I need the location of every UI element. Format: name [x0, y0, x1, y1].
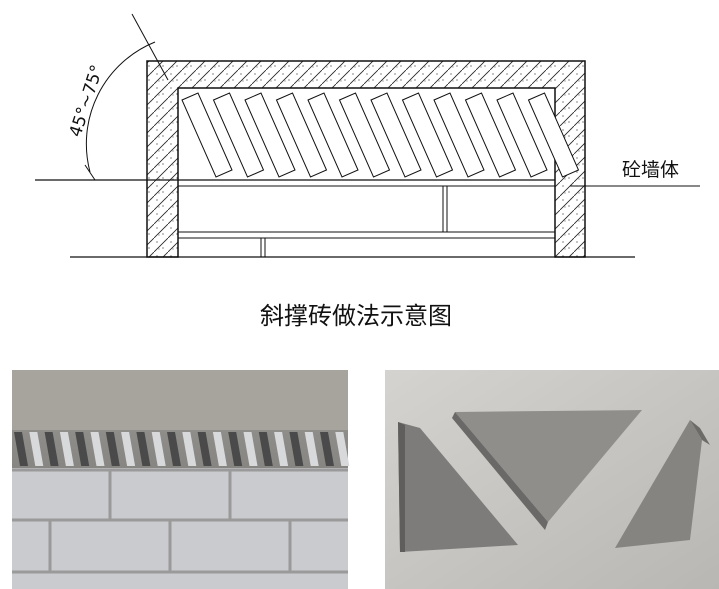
diagonal-brick — [244, 92, 296, 178]
diagonal-brick — [401, 92, 454, 178]
angle-arc — [85, 41, 156, 173]
photo-diagonal-brick — [274, 432, 289, 466]
diagonal-brick — [338, 92, 391, 178]
wall-label: 砼墙体 — [622, 159, 679, 181]
triangle-block-middle — [455, 410, 642, 522]
photo-diagonal-brick — [258, 432, 273, 466]
diagram-title: 斜撑砖做法示意图 — [260, 302, 452, 330]
photo-diagonal-brick — [14, 432, 28, 466]
photo-diagonal-brick — [212, 432, 227, 466]
diagonal-brick — [433, 92, 485, 178]
photo-diagonal-brick — [182, 432, 197, 466]
photo-diagonal-brick — [289, 432, 304, 466]
photo-diagonal-brick — [320, 432, 334, 466]
diagonal-brick — [464, 92, 517, 178]
photo-diagonal-brick — [136, 432, 151, 466]
diagonal-bricks — [181, 92, 580, 178]
photo-diagonal-brick — [197, 432, 212, 466]
photo-wall — [12, 370, 350, 589]
triangle-block-left — [398, 422, 518, 552]
section-drawing: 45°~75° 砼墙体 斜撑砖做法示意图 — [35, 13, 700, 330]
photo-triangle-blocks — [385, 370, 719, 589]
photo-diagonal-brick — [59, 432, 74, 466]
triangle-block-right — [615, 420, 702, 548]
angle-leader — [131, 13, 169, 81]
photo-diagonal-brick — [90, 432, 105, 466]
diagonal-brick — [212, 92, 265, 178]
diagonal-brick — [307, 92, 359, 178]
angle-label: 45°~75° — [66, 62, 108, 139]
photo-diagonal-brick — [151, 432, 166, 466]
photo-diagonal-brick — [121, 432, 136, 466]
photo-diagonal-brick — [167, 432, 181, 466]
photo-diagonal-brick — [335, 432, 350, 466]
photo-diagonal-brick — [243, 432, 258, 466]
diagonal-brick — [181, 92, 233, 178]
diagonal-brick — [527, 92, 580, 178]
photo-diagonal-brick — [105, 432, 120, 466]
photo-diagonal-brick — [44, 432, 59, 466]
diagonal-brick — [275, 92, 328, 178]
photo-diagonal-brick — [228, 432, 243, 466]
photo-diagonal-brick — [29, 432, 44, 466]
photo-diagonal-brick — [75, 432, 90, 466]
diagonal-brick — [496, 92, 548, 178]
diagonal-brick — [370, 92, 422, 178]
photo-diagonal-brick — [304, 432, 319, 466]
